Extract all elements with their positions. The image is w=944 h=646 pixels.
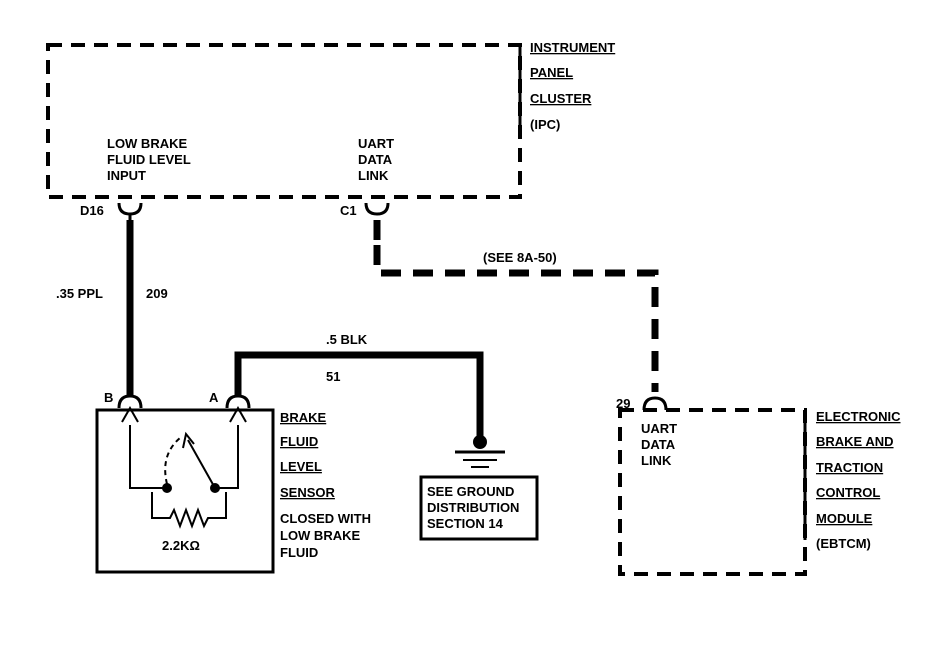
resistor-2-2k [151, 492, 227, 529]
sensor-title-line-4: SENSOR [280, 485, 336, 500]
wire-209-gauge: .35 PPL [56, 286, 103, 301]
ground-distribution-box [419, 475, 539, 541]
pin-d16-label: D16 [80, 203, 104, 218]
ebtcm-title-line-1: ELECTRONIC [816, 409, 901, 424]
wire-51 [234, 351, 484, 440]
low-brake-label-1: LOW BRAKE [107, 136, 187, 151]
connector-b [117, 394, 143, 409]
ground-box-line-3: SECTION 14 [427, 516, 504, 531]
ebtcm-uart-label-1: UART [641, 421, 677, 436]
ground-node [473, 435, 487, 449]
ebtcm-title-line-5: MODULE [816, 511, 873, 526]
ebtcm-title-line-4: CONTROL [816, 485, 880, 500]
ipc-uart-label-3: LINK [358, 168, 389, 183]
switch-closed-arc [164, 437, 181, 485]
connector-c1 [364, 202, 390, 216]
ipc-uart-label-2: DATA [358, 152, 393, 167]
pin-c1-label: C1 [340, 203, 357, 218]
ipc-uart-label-1: UART [358, 136, 394, 151]
sensor-note-line-3: FLUID [280, 545, 318, 560]
ebtcm-uart-label-3: LINK [641, 453, 672, 468]
sensor-left-arrowhead [121, 405, 139, 423]
sensor-pin-b: B [104, 390, 113, 405]
sensor-note-line-2: LOW BRAKE [280, 528, 360, 543]
low-brake-label-2: FLUID LEVEL [107, 152, 191, 167]
resistor-value: 2.2KΩ [162, 538, 200, 553]
sensor-title-line-2: FLUID [280, 434, 318, 449]
sensor-right-arrowhead [229, 405, 247, 423]
connector-d16 [117, 202, 143, 216]
ipc-title-line-1: INSTRUMENT [530, 40, 615, 55]
ipc-title-line-2: PANEL [530, 65, 573, 80]
ebtcm-uart-label-2: DATA [641, 437, 676, 452]
sensor-right-arrow [215, 425, 239, 489]
sensor-left-arrow [129, 425, 165, 489]
uart-data-link-wire [373, 245, 659, 392]
switch-blade [187, 439, 216, 489]
sensor-title-line-3: LEVEL [280, 459, 322, 474]
ground-box-line-1: SEE GROUND [427, 484, 514, 499]
switch-arrowhead [182, 431, 195, 449]
ground-box-line-2: DISTRIBUTION [427, 500, 519, 515]
ipc-box [46, 43, 522, 199]
wire-51-gauge: .5 BLK [326, 332, 368, 347]
ebtcm-title-line-2: BRAKE AND [816, 434, 894, 449]
wire-209-circuit: 209 [146, 286, 168, 301]
ebtcm-title-line-3: TRACTION [816, 460, 883, 475]
uart-link-reference: (SEE 8A-50) [483, 250, 557, 265]
ipc-title-line-4: (IPC) [530, 117, 560, 132]
ipc-title-line-3: CLUSTER [530, 91, 592, 106]
low-brake-label-3: INPUT [107, 168, 146, 183]
ebtcm-pin-29: 29 [616, 396, 630, 411]
switch-contact-left [162, 483, 172, 493]
sensor-title-line-1: BRAKE [280, 410, 327, 425]
sensor-pin-a: A [209, 390, 219, 405]
connector-29 [642, 396, 668, 411]
sensor-note-line-1: CLOSED WITH [280, 511, 371, 526]
wire-51-circuit: 51 [326, 369, 340, 384]
ebtcm-title-line-6: (EBTCM) [816, 536, 871, 551]
